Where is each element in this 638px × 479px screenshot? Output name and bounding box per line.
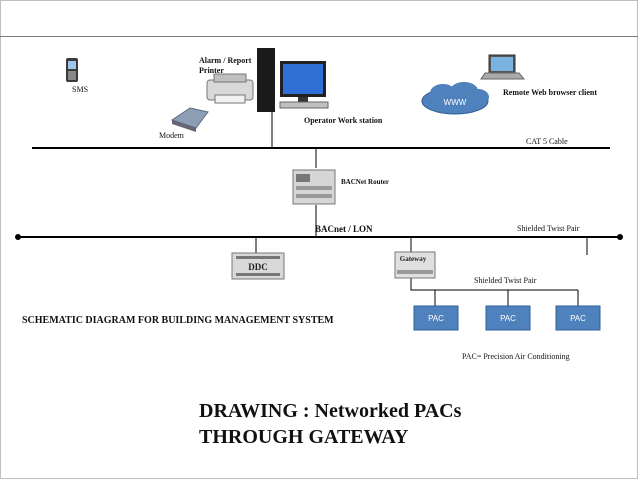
bus-endpoint-right <box>617 234 623 240</box>
bus-endpoint-left <box>15 234 21 240</box>
pac-3-label: PAC <box>570 314 586 323</box>
pac-1-label: PAC <box>428 314 444 323</box>
alarm-printer-label-line2: Printer <box>199 66 224 75</box>
drawing-title-line1: DRAWING : Networked PACs <box>199 400 462 422</box>
www-label: WWW <box>444 98 467 107</box>
mobile-phone-icon <box>66 58 78 82</box>
pac-definition-note: PAC= Precision Air Conditioning <box>462 352 570 361</box>
shielded-twist-pair-label-1: Shielded Twist Pair <box>517 224 580 233</box>
printer-icon <box>206 73 254 104</box>
laptop-icon <box>480 54 526 80</box>
operator-workstation-label: Operator Work station <box>304 116 383 125</box>
gateway-label: Gateway <box>400 255 427 263</box>
bacnet-router-label: BACNet Router <box>341 178 390 186</box>
modem-icon <box>170 107 209 132</box>
pac-2-label: PAC <box>500 314 516 323</box>
cat5-label: CAT 5 Cable <box>526 137 568 146</box>
bacnet-lon-label: BACnet / LON <box>315 224 373 234</box>
drawing-title-line2: THROUGH GATEWAY <box>199 426 409 448</box>
computer-workstation-icon <box>257 48 329 112</box>
pac-box-3 <box>555 305 601 331</box>
header-divider <box>0 36 638 37</box>
gateway-device-icon <box>394 251 436 279</box>
schematic-title: SCHEMATIC DIAGRAM FOR BUILDING MANAGEMEN… <box>22 315 334 326</box>
ddc-label: DDC <box>248 262 268 272</box>
drawing-title: DRAWING : Networked PACs THROUGH GATEWAY <box>199 398 461 450</box>
shielded-twist-pair-label-2: Shielded Twist Pair <box>474 276 537 285</box>
internet-cloud-icon <box>421 82 489 115</box>
gateway-to-pac-line <box>410 278 436 306</box>
pac-box-1 <box>413 305 459 331</box>
sms-label: SMS <box>72 85 89 94</box>
bacnet-router-icon <box>292 169 336 205</box>
pac-box-2 <box>485 305 531 331</box>
alarm-printer-label-line1: Alarm / Report <box>199 56 252 65</box>
modem-label: Modem <box>159 131 184 140</box>
ddc-controller-icon <box>231 252 285 280</box>
remote-browser-label: Remote Web browser client <box>503 88 597 97</box>
